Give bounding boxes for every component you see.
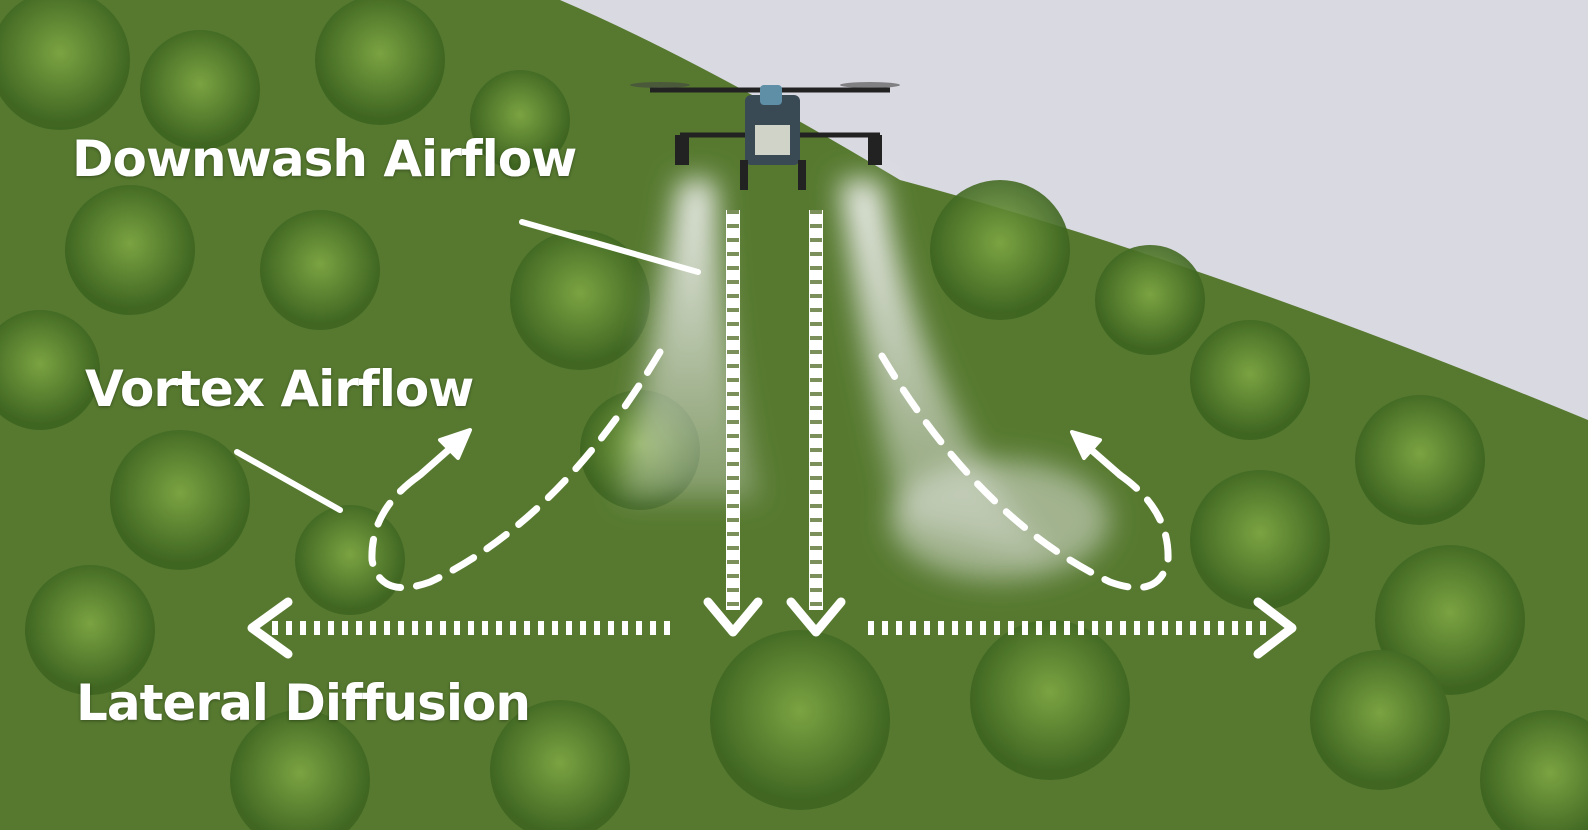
downwash-airflow-label: Downwash Airflow <box>72 130 577 188</box>
vortex-airflow-label: Vortex Airflow <box>85 360 474 418</box>
drone <box>630 82 900 190</box>
downwash-leader-line <box>519 219 701 275</box>
downwash-arrow-right <box>786 210 846 637</box>
vortex-arrow-right <box>878 352 1172 592</box>
lateral-arrow-right <box>868 597 1297 659</box>
lateral-diffusion-label: Lateral Diffusion <box>76 674 531 732</box>
vortex-arrow-left <box>368 348 664 592</box>
vortex-leader-line <box>234 449 343 513</box>
annotations <box>234 210 1297 659</box>
downwash-arrow-left <box>703 210 763 637</box>
lateral-arrow-left <box>247 597 670 659</box>
